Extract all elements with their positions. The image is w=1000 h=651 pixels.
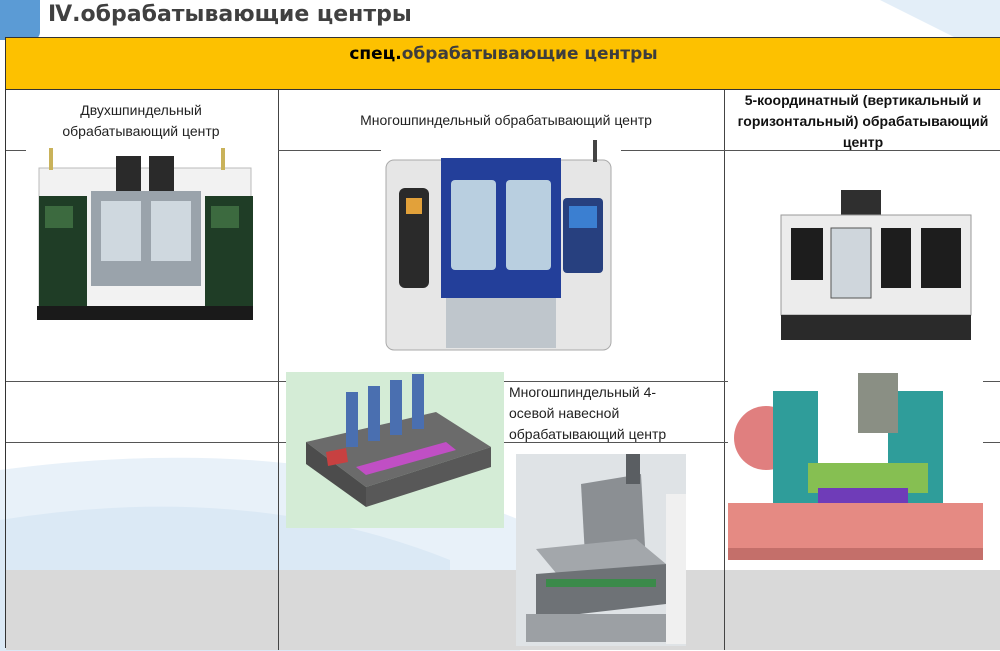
title-accent-block [0,0,40,40]
column-divider [724,90,725,650]
column-divider [278,90,279,650]
row-divider [6,150,26,151]
row-divider [278,150,1000,151]
five-axis-cad-image [728,363,983,563]
five-axis-machine-image [771,180,981,345]
multi-spindle-machine-image [381,138,621,353]
table-header-text: спец.обрабатывающие центры [6,44,1000,64]
table-header: спец.обрабатывающие центры [6,38,1000,90]
bottom-row-fill [6,570,1000,650]
slide-title: Ⅳ.обрабатывающие центры [48,2,412,27]
multi-spindle-cad-image [286,372,504,528]
cell-multi-spindle-4axis-label: Многошпиндельный 4-осевой навесной обраб… [509,384,667,442]
header-bold-part: спец. [349,44,402,64]
header-rest-part: обрабатывающие центры [401,44,658,64]
cell-multi-spindle-label: Многошпиндельный обрабатывающий центр [360,112,652,128]
machining-centers-table: спец.обрабатывающие центры Двухшпиндельн… [5,37,1000,650]
slide-title-bar: Ⅳ.обрабатывающие центры [0,0,1000,40]
cell-twin-spindle-label: Двухшпиндельный обрабатывающий центр [62,102,220,139]
cell-five-axis-label: 5-координатный (вертикальный и горизонта… [737,92,989,150]
four-axis-cad-image [516,454,686,646]
twin-spindle-machine-image [31,146,259,326]
